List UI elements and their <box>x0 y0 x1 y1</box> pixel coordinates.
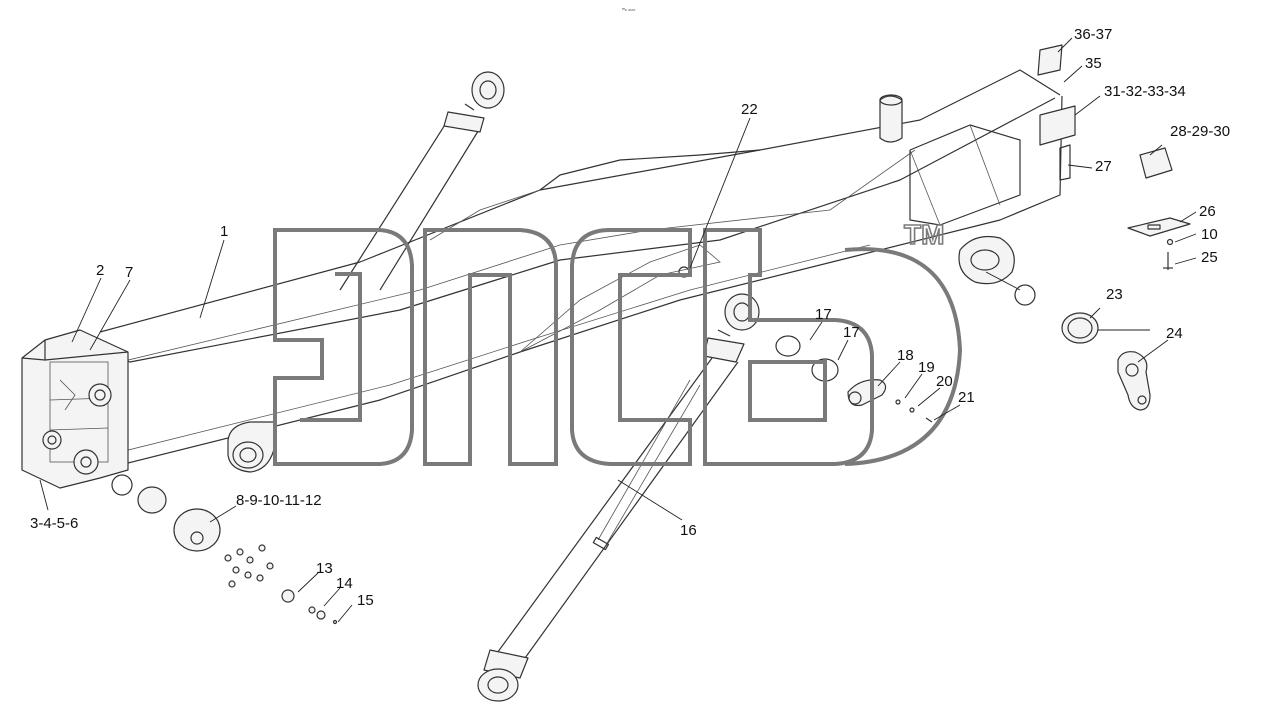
callout-21: 21 <box>958 389 975 406</box>
callout-17a: 17 <box>815 306 832 323</box>
callout-26: 26 <box>1199 203 1216 220</box>
leader-lines <box>39 37 1197 623</box>
watermark-logo: TM <box>273 218 963 466</box>
parts-8-15 <box>111 474 338 625</box>
parts-27-37 <box>1037 44 1076 181</box>
callout-1: 1 <box>220 223 228 240</box>
callout-17b: 17 <box>843 324 860 341</box>
pin-assembly-right <box>775 335 933 423</box>
callout-8-12: 8-9-10-11-12 <box>236 492 322 509</box>
callout-14: 14 <box>336 575 353 592</box>
watermark-tm: TM <box>904 219 944 250</box>
top-mark: ᵐₙ ₘₙₙ <box>622 7 635 13</box>
callout-3-6: 3-4-5-6 <box>30 515 78 532</box>
callout-20: 20 <box>936 373 953 390</box>
callout-22: 22 <box>741 101 758 118</box>
callout-35: 35 <box>1085 55 1102 72</box>
callout-23: 23 <box>1106 286 1123 303</box>
parts-23-24 <box>1014 284 1151 411</box>
callout-15: 15 <box>357 592 374 609</box>
callout-28-30: 28-29-30 <box>1170 123 1230 140</box>
callout-13: 13 <box>316 560 333 577</box>
parts-25-30 <box>1127 147 1191 270</box>
callout-7: 7 <box>125 264 133 281</box>
callout-18: 18 <box>897 347 914 364</box>
callout-16: 16 <box>680 522 697 539</box>
hydraulic-cylinder <box>477 293 760 702</box>
callout-24: 24 <box>1166 325 1183 342</box>
boom-head <box>21 329 129 489</box>
callout-27: 27 <box>1095 158 1112 175</box>
callout-10: 10 <box>1201 226 1218 243</box>
callout-25: 25 <box>1201 249 1218 266</box>
callout-19: 19 <box>918 359 935 376</box>
callout-36-37: 36-37 <box>1074 26 1112 43</box>
callout-labels: 1 2 7 3-4-5-6 8-9-10-11-12 13 14 15 16 1… <box>30 26 1230 609</box>
boom-body <box>99 69 1063 473</box>
callout-31-34: 31-32-33-34 <box>1104 83 1186 100</box>
callout-2: 2 <box>96 262 104 279</box>
upper-cylinder <box>339 71 505 291</box>
